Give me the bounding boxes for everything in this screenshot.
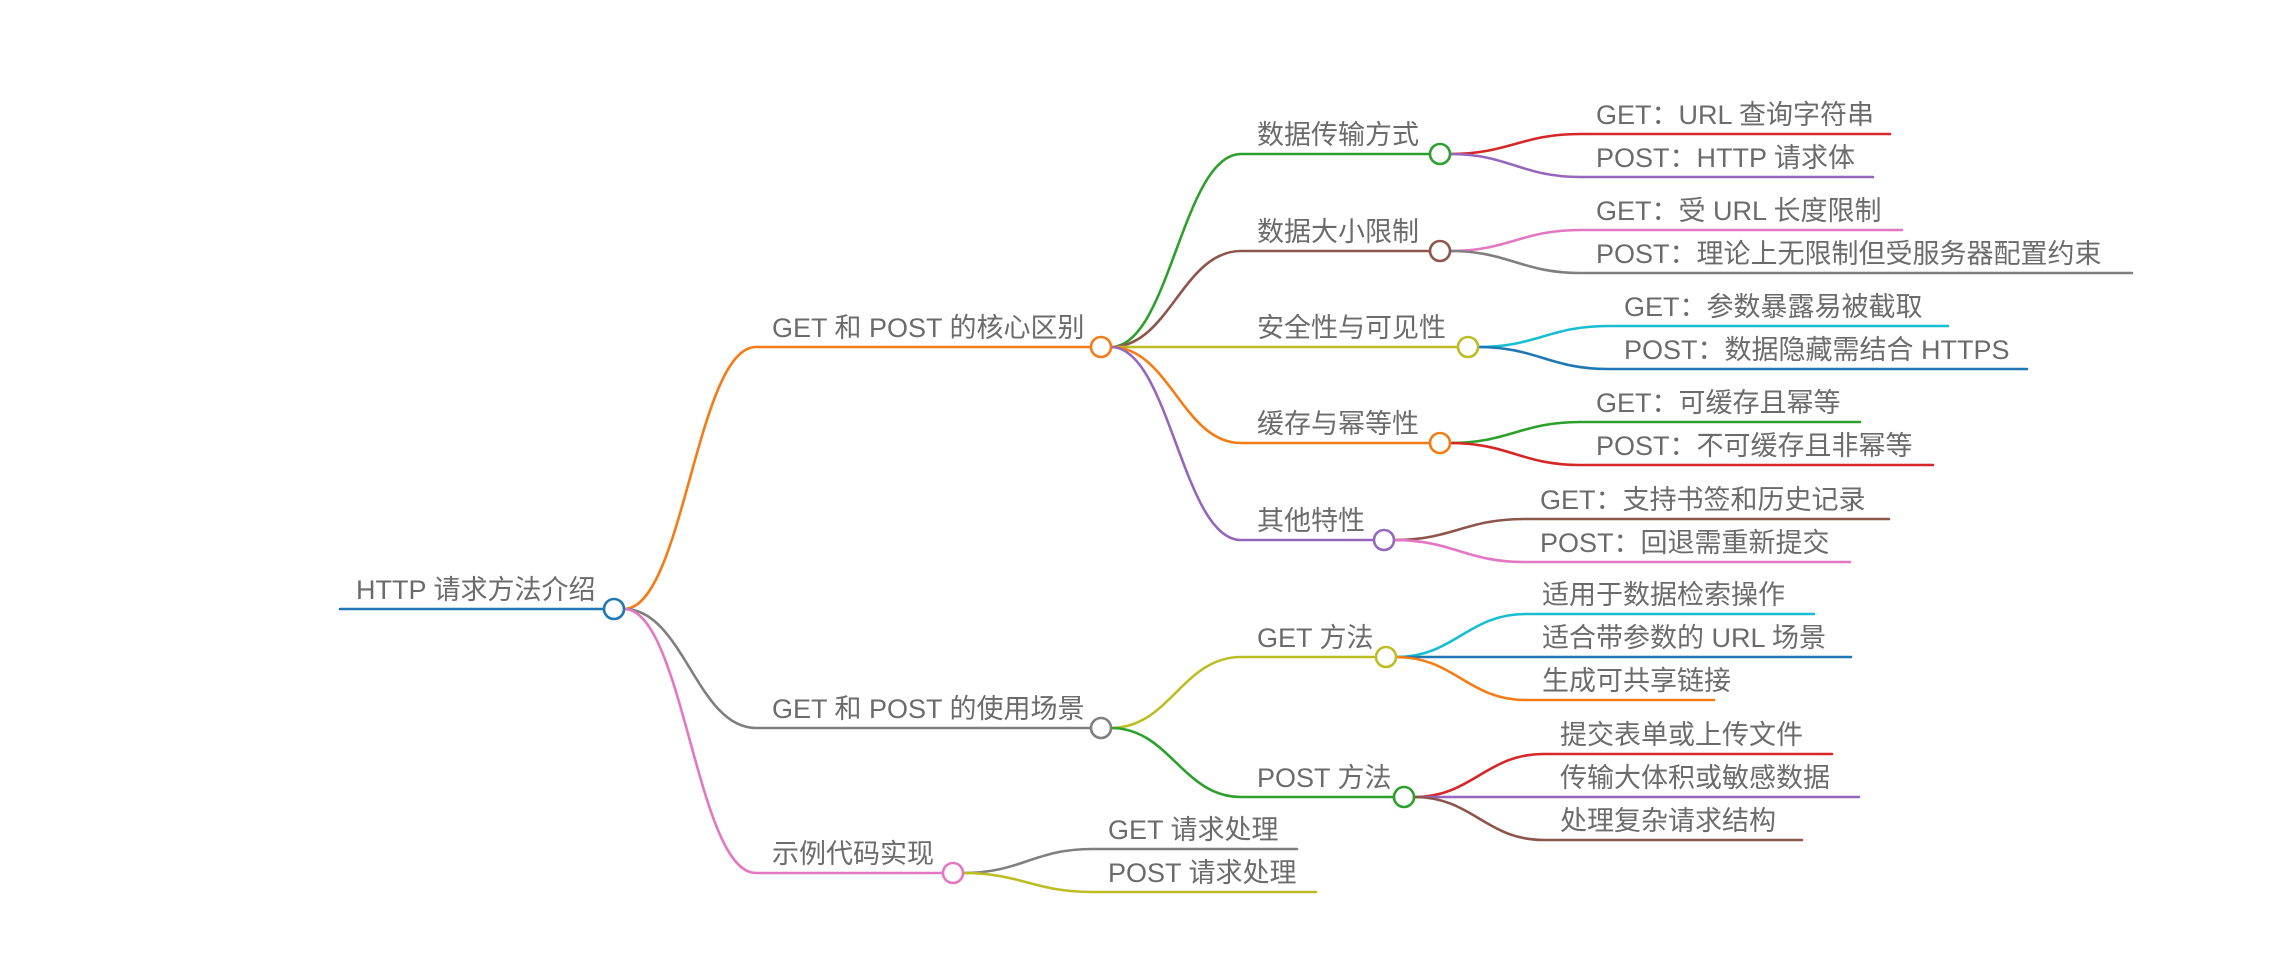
subtopic-node-toggle[interactable] bbox=[1456, 335, 1480, 359]
subtopic-connector bbox=[1109, 726, 1396, 799]
subtopic-connector bbox=[1109, 345, 1376, 542]
leaf-connector bbox=[1448, 152, 1875, 179]
branch-topic: GET 和 POST 的核心区别 bbox=[772, 313, 1085, 343]
leaf-connector bbox=[1476, 345, 2029, 371]
leaf-connector bbox=[1448, 441, 1935, 467]
leaf-connector bbox=[1412, 795, 1804, 842]
subtopic-connector bbox=[1109, 249, 1432, 349]
subtopic-node-toggle[interactable] bbox=[1428, 431, 1452, 455]
leaf-topic: GET：参数暴露易被截取 bbox=[1624, 292, 1923, 322]
leaf-topic: 提交表单或上传文件 bbox=[1560, 720, 1803, 750]
subtopic-connector bbox=[961, 847, 1299, 875]
subtopic: 数据传输方式 bbox=[1257, 120, 1419, 150]
subtopic-node-toggle[interactable] bbox=[1372, 528, 1396, 552]
leaf-topic: GET：URL 查询字符串 bbox=[1596, 100, 1875, 130]
leaf-topic: POST：数据隐藏需结合 HTTPS bbox=[1624, 335, 2010, 365]
subtopic: 其他特性 bbox=[1257, 506, 1365, 536]
leaf-connector bbox=[1448, 228, 1904, 253]
leaf-connector bbox=[1448, 420, 1862, 445]
subtopic: GET 请求处理 bbox=[1108, 815, 1279, 845]
leaf-topic: POST：不可缓存且非幂等 bbox=[1596, 431, 1913, 461]
leaf-topic: GET：可缓存且幂等 bbox=[1596, 388, 1841, 418]
leaf-topic: POST：回退需重新提交 bbox=[1540, 528, 1830, 558]
branch-node-toggle[interactable] bbox=[1089, 716, 1113, 740]
leaf-connector bbox=[1392, 517, 1891, 542]
leaf-topic: POST：HTTP 请求体 bbox=[1596, 143, 1856, 173]
branch-connector bbox=[622, 607, 945, 875]
subtopic: POST 请求处理 bbox=[1108, 858, 1297, 888]
subtopic: POST 方法 bbox=[1257, 763, 1392, 793]
branch-connector bbox=[622, 607, 1093, 730]
leaf-topic: 生成可共享链接 bbox=[1542, 666, 1731, 696]
subtopic-node-toggle[interactable] bbox=[1392, 785, 1416, 809]
subtopic: 缓存与幂等性 bbox=[1257, 409, 1419, 439]
subtopic-connector bbox=[1109, 152, 1432, 349]
subtopic: 安全性与可见性 bbox=[1257, 313, 1446, 343]
leaf-connector bbox=[1394, 612, 1816, 659]
branch-connector bbox=[622, 345, 1093, 611]
subtopic: GET 方法 bbox=[1257, 623, 1374, 653]
branch-node-toggle[interactable] bbox=[941, 861, 965, 885]
leaf-connector bbox=[1394, 655, 1716, 702]
subtopic-node-toggle[interactable] bbox=[1428, 142, 1452, 166]
leaf-connector bbox=[1476, 324, 1950, 349]
branch-topic: GET 和 POST 的使用场景 bbox=[772, 694, 1085, 724]
root-topic: HTTP 请求方法介绍 bbox=[356, 575, 596, 605]
subtopic-connector bbox=[1109, 345, 1432, 445]
subtopic: 数据大小限制 bbox=[1257, 217, 1419, 247]
leaf-topic: 适合带参数的 URL 场景 bbox=[1542, 623, 1827, 653]
leaf-connector bbox=[1448, 132, 1892, 156]
branch-topic: 示例代码实现 bbox=[772, 839, 934, 869]
subtopic-node-toggle[interactable] bbox=[1374, 645, 1398, 669]
leaf-topic: POST：理论上无限制但受服务器配置约束 bbox=[1596, 239, 2102, 269]
leaf-topic: 传输大体积或敏感数据 bbox=[1560, 763, 1830, 793]
leaf-topic: GET：受 URL 长度限制 bbox=[1596, 196, 1882, 226]
subtopic-node-toggle[interactable] bbox=[1428, 239, 1452, 263]
leaf-connector bbox=[1392, 538, 1852, 564]
leaf-connector bbox=[1412, 752, 1834, 799]
subtopic-connector bbox=[961, 871, 1318, 894]
branch-node-toggle[interactable] bbox=[1089, 335, 1113, 359]
leaf-topic: 适用于数据检索操作 bbox=[1542, 580, 1785, 610]
leaf-connector bbox=[1448, 249, 2134, 275]
subtopic-connector bbox=[1109, 655, 1378, 730]
leaf-topic: 处理复杂请求结构 bbox=[1560, 806, 1776, 836]
root-node-toggle[interactable] bbox=[602, 597, 626, 621]
leaf-topic: GET：支持书签和历史记录 bbox=[1540, 485, 1866, 515]
